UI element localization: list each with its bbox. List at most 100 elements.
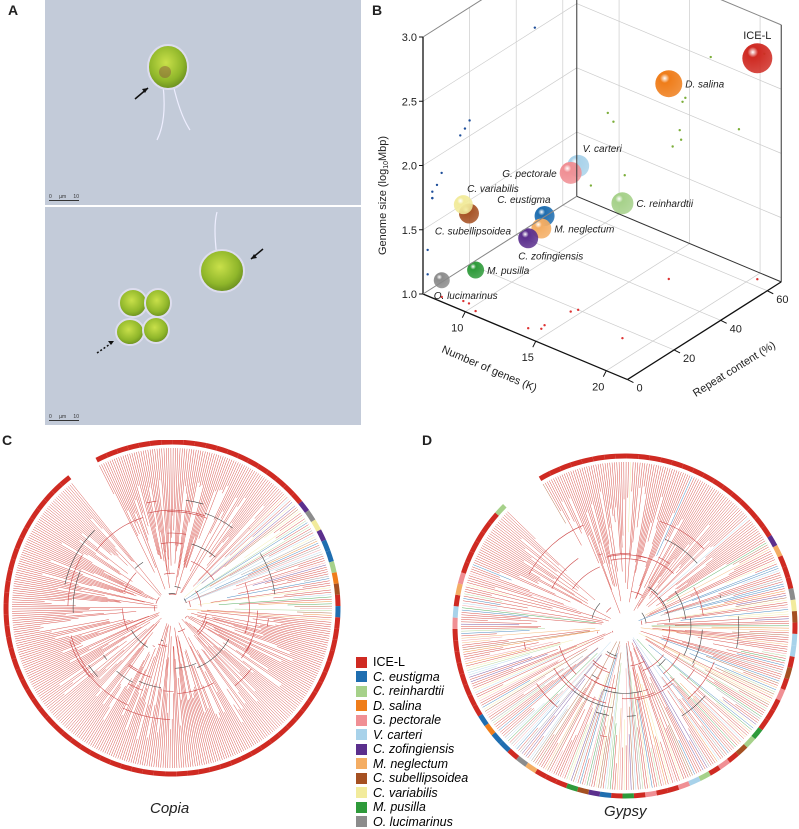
- legend-label: G. pectorale: [373, 713, 442, 727]
- grid-line: [535, 243, 690, 342]
- floor-projection-dot: [756, 278, 759, 281]
- legend-item: C. subellipsoidea: [356, 771, 468, 786]
- wall-projection-dot: [684, 96, 687, 100]
- legend-label: C. subellipsoidea: [373, 771, 469, 785]
- bubble-label: C. subellipsoidea: [435, 226, 512, 237]
- wall-projection-dot: [426, 273, 429, 276]
- legend-label: C. reinhardtii: [373, 684, 444, 698]
- grid-line: [422, 67, 577, 166]
- floor-projection-dot: [527, 327, 530, 330]
- floor-projection-dot: [667, 277, 670, 281]
- wall-projection-dot: [606, 111, 609, 115]
- y-tick: [627, 379, 634, 383]
- copia-tree: [3, 440, 341, 777]
- y-tick-label: 0: [636, 383, 642, 395]
- legend-swatch: [356, 729, 367, 741]
- y-tick: [720, 319, 727, 324]
- bubble-point: [655, 70, 683, 98]
- scale-start: 0: [49, 414, 52, 420]
- tree-branches: [12, 448, 333, 769]
- wall-projection-dot: [737, 128, 741, 131]
- bubble-point: [467, 261, 485, 279]
- legend-label: V. carteri: [373, 727, 423, 742]
- wall-projection-dot: [468, 119, 471, 122]
- bubble-label: M. pusilla: [487, 266, 530, 277]
- legend-item: C. zofingiensis: [356, 742, 468, 757]
- legend-item: C. variabilis: [356, 786, 468, 801]
- grid-line: [576, 131, 782, 218]
- bubble-point: [611, 192, 634, 215]
- bubble-label: G. pectorale: [502, 169, 557, 180]
- wall-projection-dot: [671, 145, 674, 148]
- legend-label: C. variabilis: [373, 785, 438, 800]
- floor-projection-dot: [474, 309, 477, 313]
- legend-swatch: [356, 816, 367, 828]
- y-axis: [627, 281, 782, 381]
- wall-projection-dot: [612, 120, 615, 123]
- floor-projection-dot: [543, 324, 546, 327]
- y-axis-label: Repeat content (%): [691, 339, 778, 399]
- tree-title-gypsy: Gypsy: [604, 803, 647, 820]
- legend-swatch: [356, 758, 367, 770]
- legend-item: O. lucimarinus: [356, 815, 468, 829]
- floor-projection-dot: [440, 295, 443, 299]
- floor-projection-dot: [621, 336, 624, 340]
- bubble-label: O. lucimarinus: [434, 291, 498, 302]
- grid-line: [422, 131, 577, 231]
- floor-projection-dot: [467, 302, 471, 305]
- x-tick-label: 10: [451, 323, 463, 335]
- bubble-point: [559, 161, 582, 184]
- bubble-label: C. eustigma: [497, 195, 551, 206]
- legend-item: V. carteri: [356, 728, 468, 743]
- y-tick-label: 60: [776, 294, 788, 306]
- axis-line: [422, 195, 578, 295]
- x-axis: [422, 293, 628, 381]
- floor-projection-dot: [576, 308, 580, 312]
- scale-end: 10: [73, 414, 79, 420]
- wall-projection-dot: [426, 248, 429, 252]
- scale-unit: µm: [59, 194, 67, 200]
- legend-swatch: [356, 743, 367, 755]
- bubble-label: ICE-L: [743, 30, 771, 42]
- tree-branches: [461, 462, 790, 790]
- wall-projection-dot: [709, 55, 712, 59]
- y-tick: [673, 349, 681, 354]
- y-tick-label: 20: [683, 353, 695, 365]
- legend-item: G. pectorale: [356, 713, 468, 728]
- panel-label-c: C: [2, 432, 13, 448]
- x-tick-label: 15: [522, 352, 534, 364]
- grid-line: [562, 204, 768, 292]
- grid-line: [422, 3, 577, 102]
- grid-line: [606, 272, 761, 371]
- y-tick: [767, 290, 774, 295]
- tree-title-copia: Copia: [150, 800, 190, 817]
- bubble-label: V. carteri: [583, 144, 623, 155]
- y-tick-label: 40: [730, 323, 742, 335]
- scale-start: 0: [49, 194, 52, 200]
- axis-line: [720, 0, 782, 26]
- wall-projection-dot: [623, 174, 626, 177]
- grid-line: [465, 213, 620, 312]
- z-tick-label: 2.5: [402, 96, 417, 108]
- floor-projection-dot: [569, 310, 572, 313]
- panel-label-a: A: [8, 2, 19, 18]
- z-tick-label: 1.0: [402, 289, 417, 301]
- legend-item: M. neglectum: [356, 757, 468, 772]
- bubble-label: C. zofingiensis: [518, 251, 583, 262]
- panel-label-b: B: [372, 2, 383, 18]
- wall-projection-dot: [431, 190, 434, 193]
- floor-projection-dot: [540, 327, 543, 330]
- tree-outer-ring: [452, 453, 798, 799]
- wall-projection-dot: [679, 138, 683, 141]
- legend-item: ICE-L: [356, 655, 468, 670]
- legend-label: D. salina: [373, 698, 422, 713]
- cell-image-bottom: [96, 211, 264, 354]
- legend-label: C. zofingiensis: [373, 742, 455, 756]
- legend-swatch: [356, 714, 367, 726]
- wall-projection-dot: [435, 183, 439, 187]
- tree-outer-ring: [3, 440, 341, 777]
